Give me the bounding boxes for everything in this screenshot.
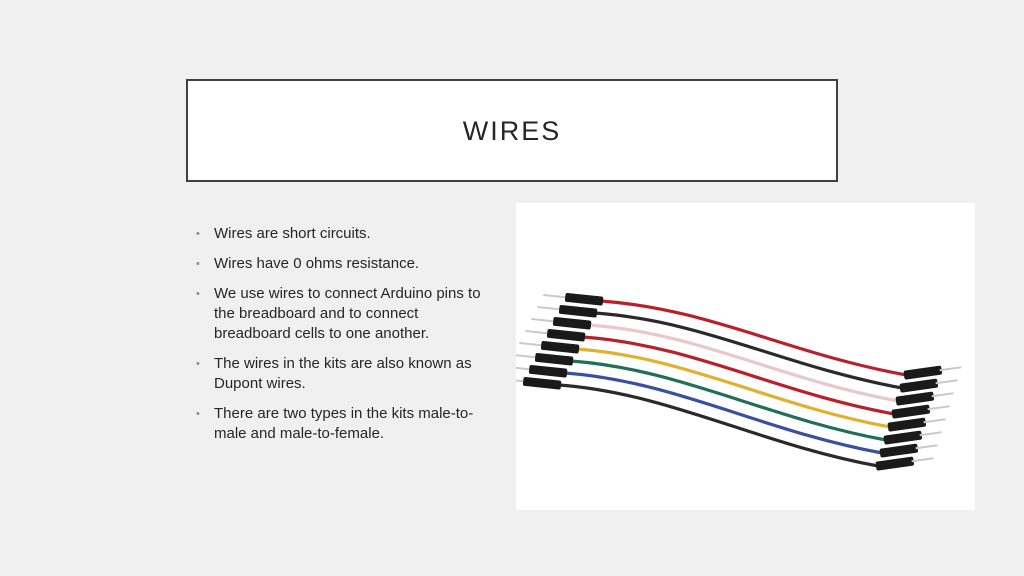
left-connector-7 (516, 376, 562, 390)
bullet-list: • Wires are short circuits. • Wires have… (196, 224, 486, 454)
wire-7 (557, 383, 880, 468)
right-housing-4 (887, 417, 927, 432)
left-pin-7 (516, 377, 526, 383)
wire-0 (599, 299, 908, 377)
left-housing-5 (534, 352, 574, 366)
wire-6 (563, 371, 884, 455)
left-connector-5 (516, 352, 574, 366)
bullet-item: • We use wires to connect Arduino pins t… (196, 284, 486, 344)
right-pin-4 (923, 418, 946, 424)
right-pin-6 (915, 444, 938, 450)
jumper-wires-image (516, 203, 975, 510)
left-pin-5 (516, 353, 538, 359)
bullet-icon: • (196, 408, 200, 420)
bullet-text: The wires in the kits are also known as … (214, 355, 472, 392)
left-housing-6 (528, 364, 568, 378)
right-connector-5 (883, 430, 942, 445)
bullet-icon: • (196, 358, 200, 370)
right-pin-3 (927, 405, 950, 411)
bullet-item: • Wires have 0 ohms resistance. (196, 254, 486, 274)
left-connector-1 (537, 304, 598, 318)
right-housing-6 (879, 443, 919, 458)
left-connector-6 (516, 364, 568, 378)
left-housing-2 (552, 316, 592, 330)
bullet-text: We use wires to connect Arduino pins to … (214, 285, 481, 342)
left-pin-6 (516, 365, 532, 371)
bullet-text: Wires have 0 ohms resistance. (214, 255, 420, 272)
wire-5 (569, 359, 888, 442)
left-housing-3 (546, 328, 586, 342)
right-connector-3 (891, 404, 950, 419)
title-box: WIRES (186, 79, 838, 182)
right-housing-5 (883, 430, 923, 445)
left-connector-4 (519, 340, 580, 354)
jumper-wires-illustration (516, 292, 962, 471)
right-pin-1 (935, 379, 958, 385)
bullet-icon: • (196, 288, 200, 300)
right-connector-0 (903, 365, 962, 380)
right-pin-0 (939, 366, 962, 372)
bullet-icon: • (196, 258, 200, 270)
bullet-item: • There are two types in the kits male-t… (196, 404, 486, 444)
left-housing-7 (522, 376, 562, 390)
wire-1 (593, 311, 904, 390)
left-pin-3 (525, 329, 550, 335)
right-housing-0 (903, 365, 943, 380)
left-pin-2 (531, 317, 556, 323)
right-connector-7 (875, 456, 934, 471)
slide-title: WIRES (462, 116, 562, 146)
left-housing-0 (564, 292, 604, 306)
right-pin-2 (931, 392, 954, 398)
wire-3 (581, 335, 896, 416)
right-housing-7 (875, 456, 915, 471)
bullet-item: • The wires in the kits are also known a… (196, 354, 486, 394)
left-housing-4 (540, 340, 580, 354)
right-connector-1 (899, 378, 958, 393)
bullet-text: There are two types in the kits male-to-… (214, 405, 474, 442)
wire-2 (587, 323, 900, 403)
left-pin-4 (519, 341, 544, 347)
left-pin-0 (543, 293, 568, 299)
right-housing-2 (895, 391, 935, 406)
right-housing-1 (899, 378, 939, 393)
bullet-item: • Wires are short circuits. (196, 224, 486, 244)
right-connector-6 (879, 443, 938, 458)
left-connector-2 (531, 316, 592, 330)
left-housing-1 (558, 304, 598, 318)
wire-4 (575, 347, 892, 429)
right-pin-7 (911, 457, 934, 463)
right-connector-2 (895, 391, 954, 406)
bullet-icon: • (196, 228, 200, 240)
right-pin-5 (919, 431, 942, 437)
right-housing-3 (891, 404, 931, 419)
bullet-text: Wires are short circuits. (214, 225, 371, 242)
left-pin-1 (537, 305, 562, 311)
left-connector-0 (543, 292, 604, 306)
right-connector-4 (887, 417, 946, 432)
left-connector-3 (525, 328, 586, 342)
